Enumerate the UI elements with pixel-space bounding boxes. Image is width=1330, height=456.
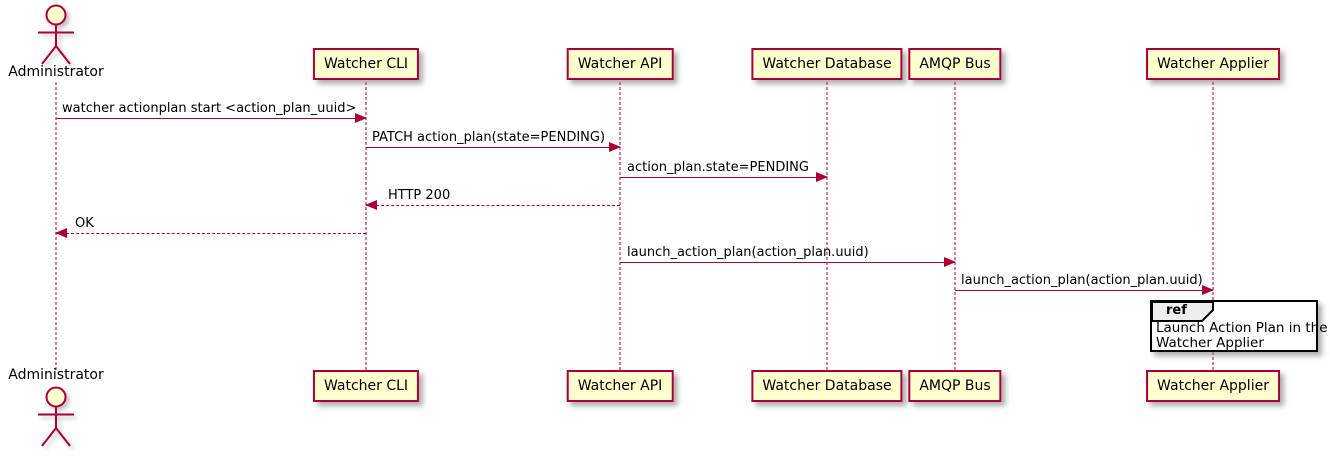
ref-text: Launch Action Plan in the Watcher Applie… xyxy=(1156,320,1328,351)
actor-label-bottom: Administrator xyxy=(8,367,104,383)
lifeline-amqp-bus xyxy=(954,82,956,370)
ref-fragment: ref Launch Action Plan in the Watcher Ap… xyxy=(1150,300,1328,352)
lifeline-watcher-cli xyxy=(365,82,367,370)
actor-icon xyxy=(38,4,74,65)
message-line xyxy=(620,177,827,178)
arrowhead-right-icon xyxy=(609,142,621,152)
ref-text-line: Watcher Applier xyxy=(1156,335,1264,351)
arrowhead-right-icon xyxy=(944,257,956,267)
lifeline-administrator xyxy=(55,82,57,370)
message-label: HTTP 200 xyxy=(388,188,451,203)
arrowhead-left-icon xyxy=(55,228,67,238)
participant-bottom-watcher-api: Watcher API xyxy=(566,370,674,402)
message-label: launch_action_plan(action_plan.uuid) xyxy=(627,245,869,260)
lifeline-watcher-api xyxy=(619,82,621,370)
message-label: watcher actionplan start <action_plan_uu… xyxy=(62,101,357,116)
ref-tab-icon xyxy=(1151,301,1214,322)
ref-keyword: ref xyxy=(1166,303,1187,318)
message-label: launch_action_plan(action_plan.uuid) xyxy=(961,273,1203,288)
lifeline-watcher-applier xyxy=(1212,82,1214,370)
participant-bottom-watcher-applier: Watcher Applier xyxy=(1146,370,1280,402)
participant-bottom-watcher-cli: Watcher CLI xyxy=(312,370,420,402)
message-line xyxy=(56,233,366,234)
participant-bottom-amqp-bus: AMQP Bus xyxy=(908,370,1002,402)
participant-top-amqp-bus: AMQP Bus xyxy=(908,48,1002,80)
participant-top-watcher-applier: Watcher Applier xyxy=(1146,48,1280,80)
message-line xyxy=(620,262,955,263)
participant-top-watcher-cli: Watcher CLI xyxy=(312,48,420,80)
arrowhead-right-icon xyxy=(816,172,828,182)
arrowhead-right-icon xyxy=(355,113,367,123)
actor-label-top: Administrator xyxy=(8,64,104,80)
message-label: OK xyxy=(75,216,94,231)
message-label: PATCH action_plan(state=PENDING) xyxy=(372,130,606,145)
message-label: action_plan.state=PENDING xyxy=(627,160,809,175)
arrowhead-right-icon xyxy=(1202,285,1214,295)
message-line xyxy=(366,205,620,206)
arrowhead-left-icon xyxy=(365,200,377,210)
lifeline-watcher-database xyxy=(826,82,828,370)
message-line xyxy=(366,147,620,148)
message-line xyxy=(955,290,1213,291)
participant-bottom-watcher-database: Watcher Database xyxy=(751,370,903,402)
participant-top-watcher-api: Watcher API xyxy=(566,48,674,80)
actor-icon xyxy=(38,386,74,447)
ref-text-line: Launch Action Plan in the xyxy=(1156,320,1328,336)
message-line xyxy=(56,118,366,119)
participant-top-watcher-database: Watcher Database xyxy=(751,48,903,80)
